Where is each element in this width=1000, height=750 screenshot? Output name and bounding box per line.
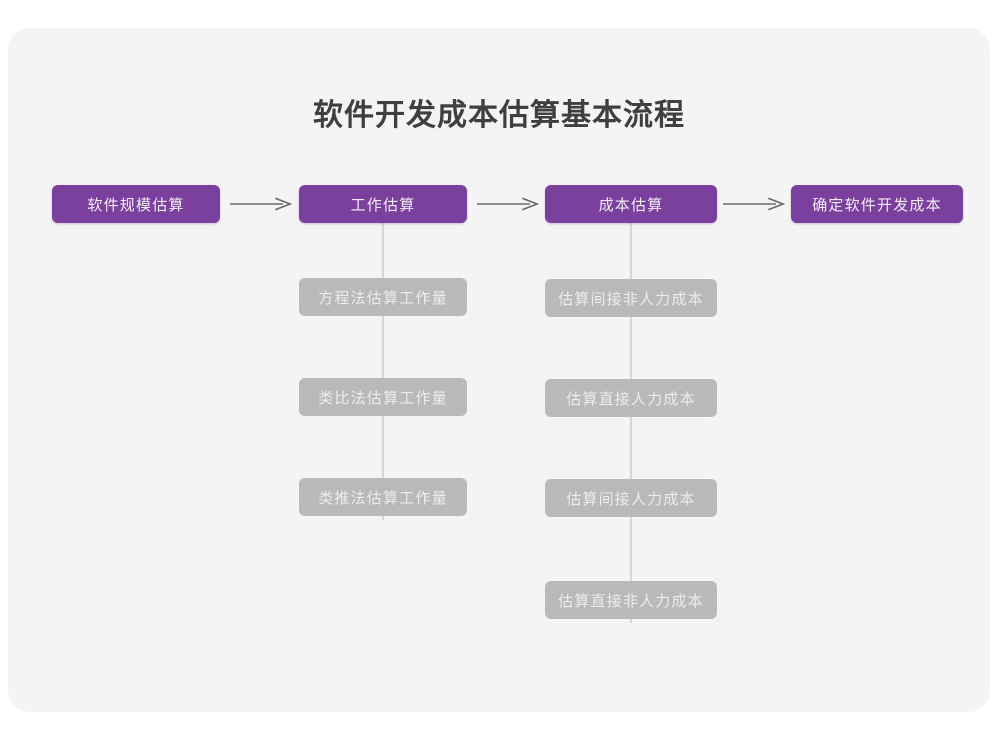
flow-substep-3-1-label: 估算间接非人力成本 (558, 289, 704, 308)
flow-substep-3-2[interactable]: 估算直接人力成本 (545, 379, 717, 417)
arrow-step2-step3 (475, 194, 539, 214)
flow-substep-2-1-label: 方程法估算工作量 (318, 288, 448, 307)
flow-step-2-label: 工作估算 (350, 195, 416, 214)
flow-step-1[interactable]: 软件规模估算 (52, 185, 220, 223)
connector-work-estimation (382, 223, 384, 520)
arrow-step3-step4 (721, 194, 785, 214)
arrow-step1-step2 (228, 194, 292, 214)
flow-substep-3-2-label: 估算直接人力成本 (566, 389, 696, 408)
flow-substep-3-1[interactable]: 估算间接非人力成本 (545, 279, 717, 317)
flow-substep-2-2-label: 类比法估算工作量 (318, 388, 448, 407)
flow-step-3[interactable]: 成本估算 (545, 185, 717, 223)
flow-substep-2-1[interactable]: 方程法估算工作量 (299, 278, 467, 316)
arrow-right-icon (723, 197, 785, 211)
flow-substep-2-3[interactable]: 类推法估算工作量 (299, 478, 467, 516)
flow-substep-3-4[interactable]: 估算直接非人力成本 (545, 581, 717, 619)
flow-step-4-label: 确定软件开发成本 (812, 195, 942, 214)
flow-substep-3-3[interactable]: 估算间接人力成本 (545, 479, 717, 517)
flow-step-2[interactable]: 工作估算 (299, 185, 467, 223)
connector-cost-estimation (630, 223, 632, 623)
flow-substep-2-2[interactable]: 类比法估算工作量 (299, 378, 467, 416)
arrow-right-icon (477, 197, 539, 211)
flow-step-1-label: 软件规模估算 (87, 195, 185, 214)
flow-substep-3-4-label: 估算直接非人力成本 (558, 591, 704, 610)
flow-step-4[interactable]: 确定软件开发成本 (791, 185, 963, 223)
diagram-card: 软件开发成本估算基本流程 软件规模估算 工作估算方程法估算工作量类比法估算工作量类… (8, 28, 990, 712)
arrow-right-icon (230, 197, 292, 211)
flowchart-canvas: 软件规模估算 工作估算方程法估算工作量类比法估算工作量类推法估算工作量 成本估算估算… (8, 28, 990, 712)
flow-substep-3-3-label: 估算间接人力成本 (566, 489, 696, 508)
flow-substep-2-3-label: 类推法估算工作量 (318, 488, 448, 507)
flow-step-3-label: 成本估算 (598, 195, 664, 214)
page-title: 软件开发成本估算基本流程 (313, 98, 685, 133)
